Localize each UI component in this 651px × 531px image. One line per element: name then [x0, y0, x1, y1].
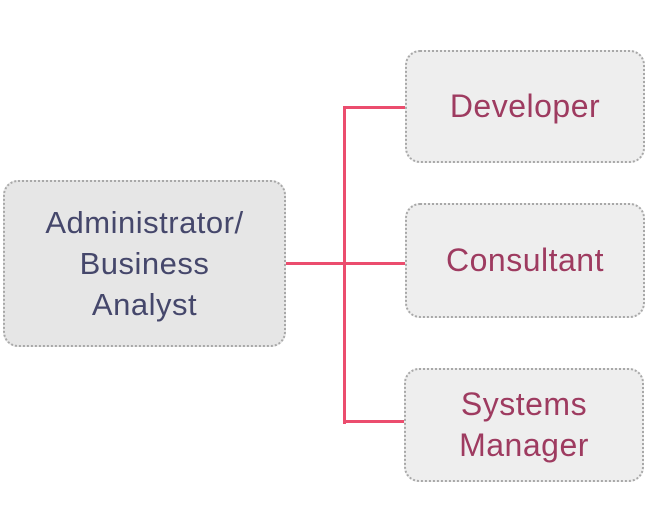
connector-trunk-to-systems-manager: [343, 420, 405, 423]
node-consultant-label: Consultant: [446, 242, 604, 279]
node-developer: Developer: [405, 50, 645, 163]
node-systems-manager-label: Systems Manager: [459, 386, 589, 463]
node-developer-label: Developer: [449, 88, 601, 125]
node-systems-manager: Systems Manager: [404, 368, 644, 482]
connector-trunk-to-developer: [343, 106, 405, 109]
connector-trunk-vertical: [343, 106, 346, 424]
node-administrator-business-analyst: Administrator/ Business Analyst: [3, 180, 286, 347]
node-consultant: Consultant: [405, 203, 645, 318]
node-administrator-business-analyst-label: Administrator/ Business Analyst: [45, 204, 244, 323]
